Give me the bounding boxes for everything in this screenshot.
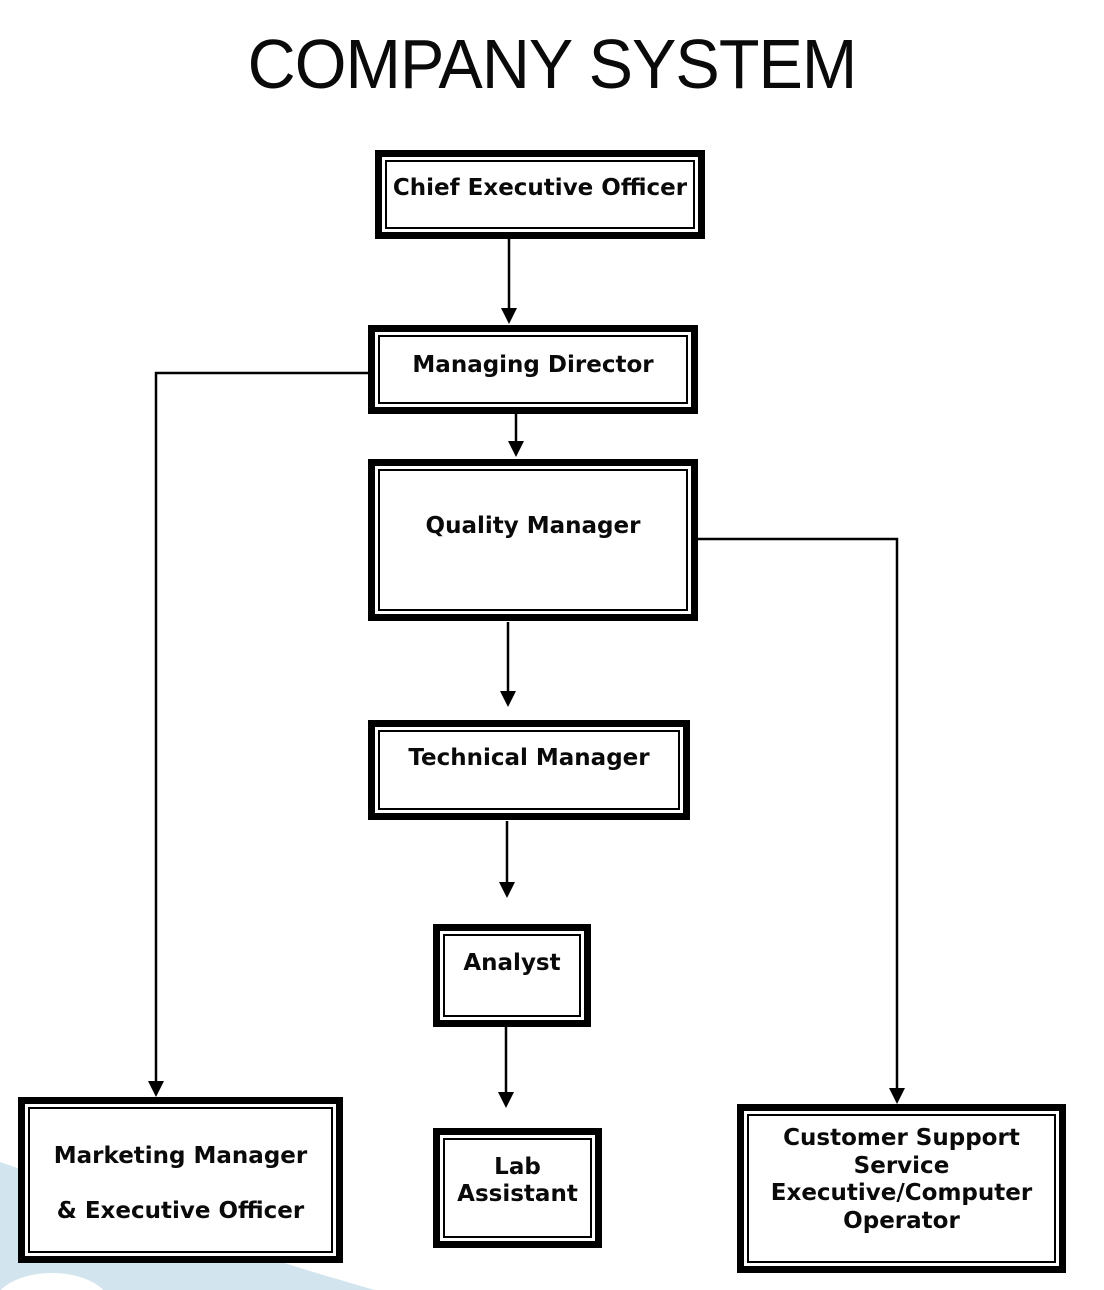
- node-inner-border: Managing Director: [378, 335, 688, 404]
- arrowhead-tm-icon: [500, 691, 516, 707]
- node-technical-manager: Technical Manager: [368, 720, 690, 820]
- node-quality-manager: Quality Manager: [368, 459, 698, 621]
- node-inner-border: Quality Manager: [378, 469, 688, 611]
- node-inner-border: Customer Support Service Executive/Compu…: [747, 1114, 1056, 1263]
- node-marketing-manager-executive-officer: Marketing Manager & Executive Officer: [18, 1097, 343, 1263]
- arrowhead-lab-icon: [498, 1092, 514, 1108]
- node-label: Chief Executive Officer: [392, 175, 688, 201]
- node-label: Lab Assistant: [457, 1154, 578, 1208]
- arrowhead-analyst-icon: [499, 882, 515, 898]
- arrowhead-qm-icon: [508, 441, 524, 457]
- node-label: Technical Manager: [408, 745, 650, 771]
- arrowhead-css-icon: [889, 1088, 905, 1104]
- node-analyst: Analyst: [433, 924, 591, 1027]
- corner-swoosh-cutout: [0, 1273, 104, 1290]
- node-label: Analyst: [463, 950, 561, 976]
- node-label: Managing Director: [412, 352, 654, 378]
- node-lab-assistant: Lab Assistant: [433, 1128, 602, 1248]
- node-managing-director: Managing Director: [368, 325, 698, 414]
- node-customer-support-service: Customer Support Service Executive/Compu…: [737, 1104, 1066, 1273]
- arrowhead-marketing-icon: [148, 1081, 164, 1097]
- connector-md-marketing: [154, 371, 368, 1083]
- node-inner-border: Lab Assistant: [443, 1138, 592, 1238]
- node-inner-border: Marketing Manager & Executive Officer: [28, 1107, 333, 1253]
- connector-qm-css: [698, 537, 899, 1090]
- node-chief-executive-officer: Chief Executive Officer: [375, 150, 705, 239]
- node-inner-border: Technical Manager: [378, 730, 680, 810]
- node-label: Customer Support Service Executive/Compu…: [770, 1125, 1033, 1234]
- node-inner-border: Chief Executive Officer: [385, 160, 695, 229]
- node-label: Quality Manager: [425, 513, 641, 539]
- arrowhead-md-icon: [501, 308, 517, 324]
- page-title: COMPANY SYSTEM: [247, 25, 858, 103]
- node-label: Marketing Manager & Executive Officer: [53, 1143, 308, 1225]
- node-inner-border: Analyst: [443, 934, 581, 1017]
